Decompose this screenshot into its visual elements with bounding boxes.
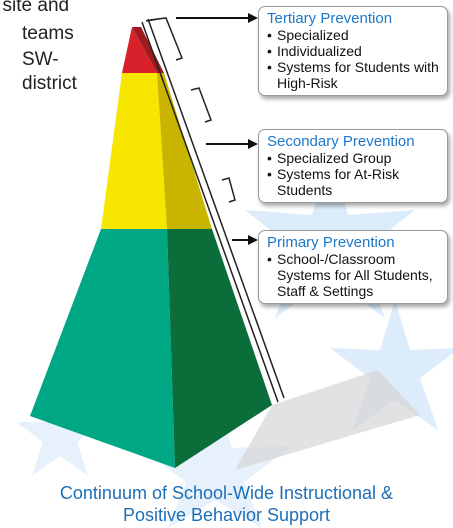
callout-list-primary: School-/Classroom Systems for All Studen… bbox=[267, 251, 441, 299]
bracket-primary bbox=[221, 177, 236, 203]
callout-title-tertiary: Tertiary Prevention bbox=[267, 10, 393, 27]
bracket-tertiary bbox=[149, 17, 183, 61]
callout-tertiary: Tertiary Prevention Specialized Individu… bbox=[258, 6, 448, 96]
callout-list-secondary: Specialized Group Systems for At-Risk St… bbox=[267, 150, 441, 198]
list-item: Systems for At-Risk Students bbox=[267, 166, 441, 198]
edge-line bbox=[141, 21, 279, 403]
left-text-line-1: t site and bbox=[0, 0, 70, 16]
list-item: Systems for Students with High-Risk bbox=[267, 59, 441, 91]
callout-list-tertiary: Specialized Individualized Systems for S… bbox=[267, 27, 441, 91]
list-item: School-/Classroom Systems for All Studen… bbox=[267, 251, 441, 299]
caption-line-1: Continuum of School-Wide Instructional & bbox=[59, 483, 394, 503]
left-text-line-3: SW- bbox=[22, 49, 59, 70]
star-shape bbox=[16, 390, 104, 476]
star-shape bbox=[330, 300, 453, 430]
pyramid-tier-secondary-side bbox=[157, 73, 212, 229]
pyramid-tier-tertiary-front bbox=[122, 27, 157, 73]
callout-primary: Primary Prevention School-/Classroom Sys… bbox=[258, 230, 448, 304]
edge-line bbox=[147, 18, 285, 399]
arrow-tertiary-head bbox=[248, 13, 258, 23]
bracket-secondary bbox=[190, 87, 212, 123]
callout-secondary: Secondary Prevention Specialized Group S… bbox=[258, 129, 448, 203]
arrow-secondary-head bbox=[248, 139, 258, 149]
pyramid-tier-primary-side bbox=[167, 229, 272, 468]
pyramid-tier-primary-front bbox=[30, 229, 175, 468]
pyramid-shadow bbox=[235, 370, 420, 470]
callout-title-primary: Primary Prevention bbox=[267, 234, 395, 251]
list-item: Specialized Group bbox=[267, 150, 441, 166]
left-text-line-2: teams bbox=[22, 23, 74, 44]
pyramid-tier-secondary-front bbox=[101, 73, 167, 229]
arrow-primary-head bbox=[248, 235, 258, 245]
left-text-line-4: district bbox=[22, 73, 77, 94]
caption-line-2: Positive Behavior Support bbox=[122, 505, 331, 525]
list-item: Specialized bbox=[267, 27, 441, 43]
list-item: Individualized bbox=[267, 43, 441, 59]
star-shape bbox=[138, 390, 292, 528]
diagram-caption: Continuum of School-Wide Instructional &… bbox=[0, 482, 453, 526]
callout-title-secondary: Secondary Prevention bbox=[267, 133, 415, 150]
